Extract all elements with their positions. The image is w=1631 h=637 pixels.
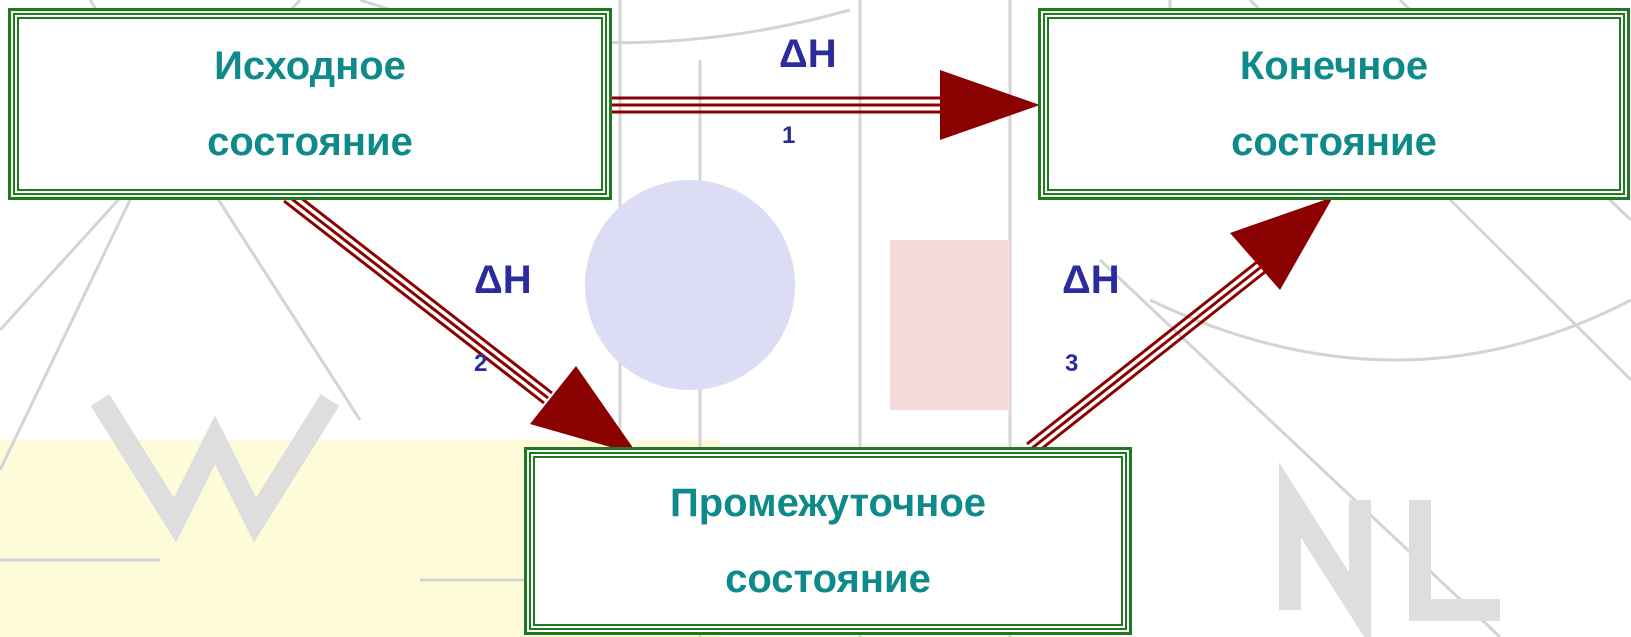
dh2-index: 2 xyxy=(474,350,488,377)
intermediate-state-line1: Промежуточное xyxy=(669,481,987,525)
arrow-dh1 xyxy=(608,70,1040,140)
background-rectangle xyxy=(890,240,1010,410)
arrow-dh3 xyxy=(1026,197,1333,456)
background-circle xyxy=(585,180,795,390)
final-state-line2: состояние xyxy=(1231,120,1437,164)
dh3-label: ΔH xyxy=(1062,258,1120,302)
initial-state-line2: состояние xyxy=(207,120,413,164)
initial-state-box: Исходное состояние xyxy=(8,8,612,200)
final-state-line1: Конечное xyxy=(1239,44,1429,88)
intermediate-state-line2: состояние xyxy=(725,557,931,601)
dh2-label: ΔH xyxy=(474,258,532,302)
dh3-index: 3 xyxy=(1065,350,1079,377)
background-letter-shape xyxy=(90,394,340,543)
intermediate-state-box: Промежуточное состояние xyxy=(524,447,1132,635)
final-state-box: Конечное состояние xyxy=(1038,8,1630,200)
dh1-index: 1 xyxy=(782,122,796,149)
initial-state-line1: Исходное xyxy=(214,44,406,88)
dh1-label: ΔH xyxy=(779,32,837,76)
arrow-dh2 xyxy=(283,189,638,455)
background-letter-shape-2 xyxy=(1279,462,1500,637)
